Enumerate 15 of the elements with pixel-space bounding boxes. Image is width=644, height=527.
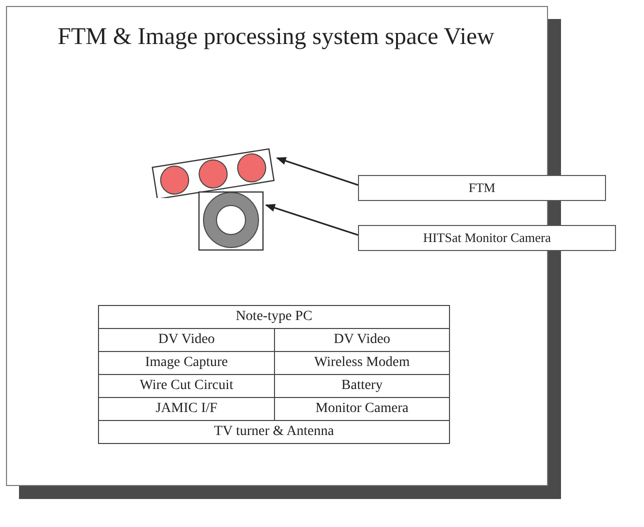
table-cell: Wireless Modem	[274, 351, 449, 374]
arrow	[265, 204, 358, 236]
table-cell-text: Note-type PC	[234, 308, 314, 326]
table-cell: Battery	[274, 374, 449, 397]
table-cell: TV turner & Antenna	[99, 420, 449, 443]
table-cell: Image Capture	[99, 351, 274, 374]
table-cell: DV Video	[99, 328, 274, 351]
table-cell: Wire Cut Circuit	[99, 374, 274, 397]
table-cell: DV Video	[274, 328, 449, 351]
table-cell: JAMIC I/F	[99, 397, 274, 420]
label-box: FTM	[358, 175, 606, 201]
table-cell: Monitor Camera	[274, 397, 449, 420]
diagram-title: FTM & Image processing system space View	[56, 23, 496, 52]
arrow	[276, 157, 358, 186]
label-box: HITSat Monitor Camera	[358, 225, 616, 251]
